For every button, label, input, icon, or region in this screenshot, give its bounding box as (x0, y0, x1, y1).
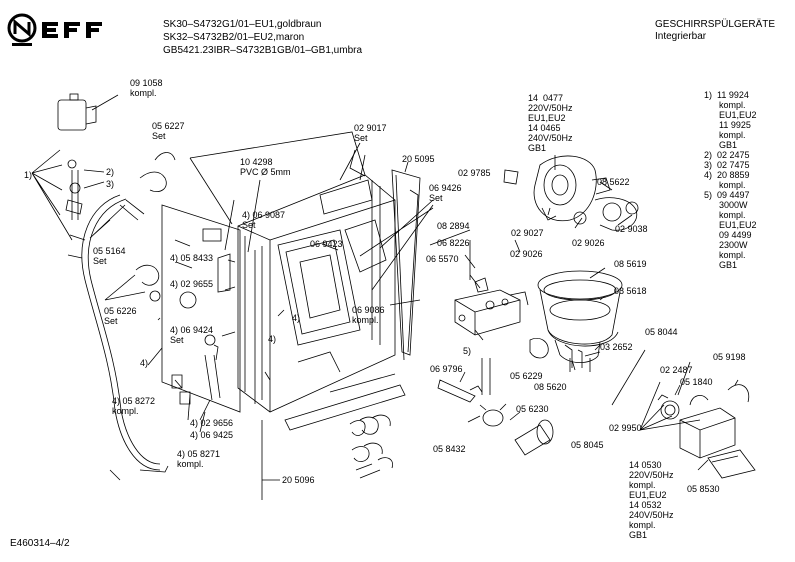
part-label: 02 9785 (458, 168, 491, 178)
part-label: 02 9026 (572, 238, 605, 248)
part-label: 08 5618 (614, 286, 647, 296)
part-label: 06 5570 (426, 254, 459, 264)
part-label: 4) 05 8272 kompl. (112, 396, 156, 416)
part-label: 09 1058 kompl. (130, 78, 163, 98)
part-label: 4) 06 9425 (190, 430, 234, 440)
hose-clips (119, 152, 191, 405)
callout-note: 3) (106, 179, 115, 189)
wiring-harnesses (349, 414, 393, 479)
part-label: 06 9426 Set (429, 183, 462, 203)
side-panel (161, 204, 241, 413)
part-label: 4) 06 9424 Set (170, 325, 214, 345)
part-label: 4) 02 9656 (190, 418, 234, 428)
model-line-2: SK32–S4732B2/01–EU2,maron (163, 32, 305, 43)
part-label: 08 5622 (597, 177, 630, 187)
document-id: E460314–4/2 (10, 538, 70, 549)
neff-logo (7, 13, 102, 46)
inlet-hose (67, 194, 169, 481)
subcategory-title: Integrierbar (655, 31, 707, 42)
part-label: 05 8530 (687, 484, 720, 494)
part-label: 03 2652 (600, 342, 633, 352)
part-label: 4) 05 8271 kompl. (177, 449, 221, 469)
leader-lines-left (31, 94, 280, 500)
callout-note: 4) (140, 358, 149, 368)
part-label: 02 9026 (510, 249, 543, 259)
part-label: 14 0530 220V/50Hz kompl. EU1,EU2 14 0532… (629, 460, 674, 540)
leader-lines-right (467, 155, 739, 471)
part-label: 02 9017 Set (354, 123, 387, 143)
model-line-3: GB5421.23IBR–S4732B1GB/01–GB1,umbra (163, 45, 363, 56)
part-label: 05 6227 Set (152, 121, 185, 141)
tub-outline (189, 131, 396, 413)
part-label: 4) 02 9655 (170, 279, 214, 289)
part-label: 05 5164 Set (93, 246, 126, 266)
sump-heater (537, 270, 623, 372)
part-label: 06 8226 (437, 238, 470, 248)
inner-door-frame (277, 219, 387, 346)
brand-wordmark (42, 22, 102, 38)
drain-parts (437, 337, 601, 456)
inlet-valve (57, 93, 97, 220)
part-label: 08 5619 (614, 259, 647, 269)
callout-note: 5) (463, 346, 472, 356)
circulation-pump (503, 155, 639, 231)
part-label: 05 1840 (680, 377, 713, 387)
part-label: 05 8045 (571, 440, 604, 450)
part-label: 05 6226 Set (104, 306, 137, 326)
part-label: 05 8432 (433, 444, 466, 454)
part-label: 02 9027 (511, 228, 544, 238)
callout-note: 1) (24, 170, 33, 180)
category-title: GESCHIRRSPÜLGERÄTE (655, 19, 776, 30)
top-duct (319, 149, 421, 361)
part-label: 06 9423 (310, 239, 343, 249)
part-label: 08 5620 (534, 382, 567, 392)
part-label: 02 2487 (660, 365, 693, 375)
callout-note: 4) (268, 334, 277, 344)
valve-block (454, 277, 529, 336)
leader-lines-center (277, 142, 484, 383)
part-label: 14 0477 220V/50Hz EU1,EU2 14 0465 240V/5… (528, 93, 573, 153)
drain-pump-motor (657, 384, 756, 479)
part-label: 05 6229 (510, 371, 543, 381)
model-line-1: SK30–S4732G1/01–EU1,goldbraun (163, 19, 322, 30)
part-label: 20 5096 (282, 475, 315, 485)
part-label: 10 4298 PVC Ø 5mm (240, 157, 291, 177)
part-label: 05 6230 (516, 404, 549, 414)
part-label: 4) 05 8433 (170, 253, 214, 263)
part-label: 05 8044 (645, 327, 678, 337)
part-label: 02 9038 (615, 224, 648, 234)
callout-note: 4) (292, 313, 301, 323)
part-label: 4) 06 9087 Set (242, 210, 286, 230)
footnote-legend: 1) 11 9924 kompl. EU1,EU2 11 9925 kompl.… (704, 90, 757, 270)
part-label: 06 9086 kompl. (352, 305, 385, 325)
part-label: 06 9796 (430, 364, 463, 374)
callout-note: 2) (106, 167, 115, 177)
part-label: 20 5095 (402, 154, 435, 164)
base-tray (284, 351, 406, 431)
part-label: 08 2894 (437, 221, 470, 231)
part-label: 05 9198 (713, 352, 746, 362)
part-label: 02 9950 (609, 423, 642, 433)
